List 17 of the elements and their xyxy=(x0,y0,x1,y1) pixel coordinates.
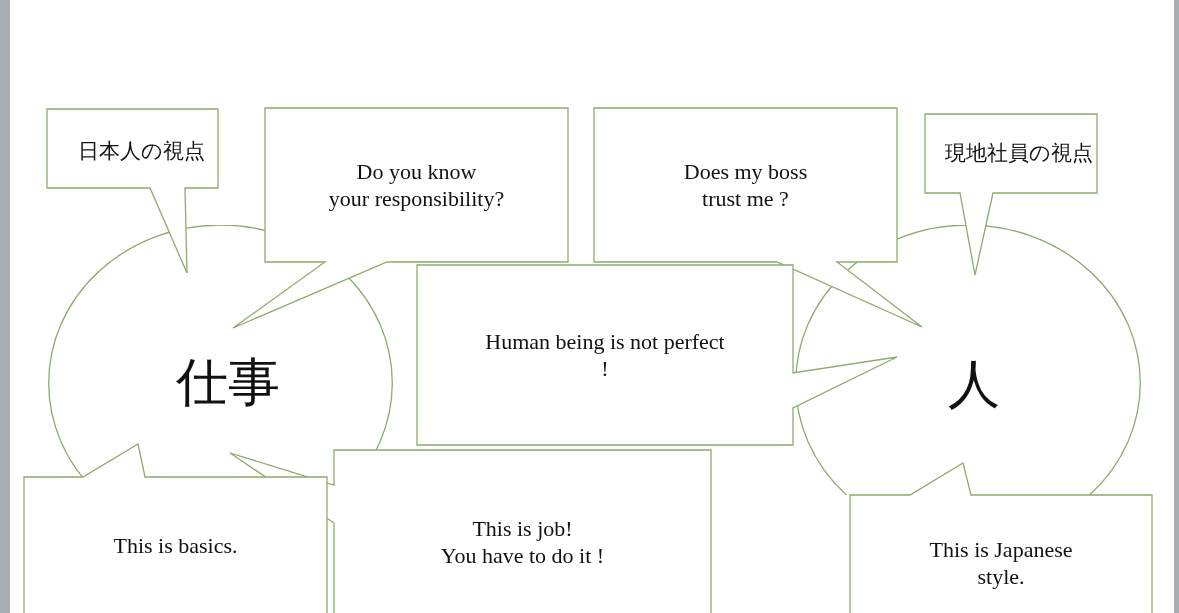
speech-bubble xyxy=(850,463,1152,613)
bubble-text: This is Japanese style. xyxy=(929,536,1073,590)
bubble-text: Does my boss trust me ? xyxy=(683,158,808,212)
speech-bubble xyxy=(417,265,897,445)
bubble-text: Human being is not perfect ! xyxy=(485,328,725,382)
speech-bubble xyxy=(233,108,568,328)
speech-bubble xyxy=(594,108,922,327)
speech-bubble xyxy=(24,444,327,613)
bubble-text: This is job! You have to do it ! xyxy=(440,514,605,569)
speech-bubble xyxy=(925,114,1097,275)
bubble-text: 日本人の視点 xyxy=(78,138,205,165)
circle-label: 人 xyxy=(948,354,1000,415)
bubble-text: Do you know your responsibility? xyxy=(328,158,505,212)
bubble-text: 現地社員の視点 xyxy=(945,140,1093,167)
circle-label: 仕事 xyxy=(175,352,280,413)
speech-bubble xyxy=(47,109,218,273)
bubble-text: This is basics. xyxy=(113,531,238,559)
